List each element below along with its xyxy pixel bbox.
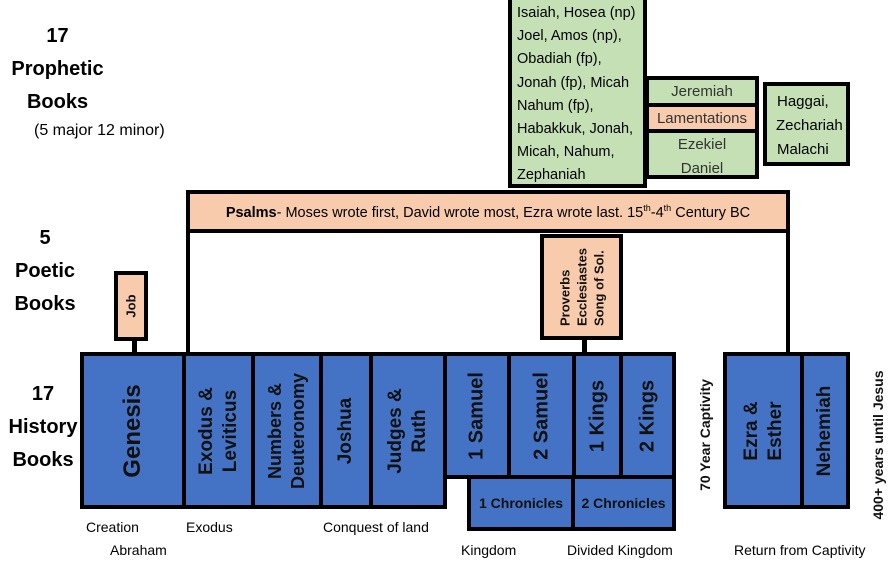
until-jesus-label: 400+ years until Jesus xyxy=(870,370,886,520)
2-chronicles-label: 2 Chronicles xyxy=(581,495,666,511)
ezekiel-label: Ezekiel xyxy=(677,136,727,153)
exodus-leviticus-labels: Exodus & Leviticus xyxy=(195,387,243,475)
prophet-line: Jonah (fp), Micah xyxy=(517,74,630,91)
job-box: Job xyxy=(114,271,148,341)
history-title: History xyxy=(8,416,78,438)
proverbs-label: Proverbs xyxy=(557,269,572,327)
prophetic-books-heading: 17 Prophetic Books (5 major 12 minor) xyxy=(0,20,165,143)
deuteronomy-label: Deuteronomy xyxy=(288,372,308,489)
numbers-deuteronomy-box: Numbers & Deuteronomy xyxy=(251,352,323,509)
ordinal-suffix: th xyxy=(643,202,651,213)
2-kings-label: 2 Kings xyxy=(636,379,658,452)
prophetic-books-word: Books xyxy=(26,91,89,113)
esther-label: Esther xyxy=(764,400,786,461)
wisdom-books-labels: Proverbs Ecclesiastes Song of Sol. xyxy=(556,248,607,326)
history-count: 17 xyxy=(31,383,55,405)
zechariah-label: Zechariah xyxy=(776,117,843,134)
daniel-label: Daniel xyxy=(680,160,724,175)
era-exodus: Exodus xyxy=(186,519,233,535)
ecclesiastes-label: Ecclesiastes xyxy=(574,247,589,327)
psalms-banner: Psalms- Moses wrote first, David wrote m… xyxy=(186,190,790,233)
century-range: -4 xyxy=(650,204,664,221)
genesis-label: Genesis xyxy=(119,383,146,478)
ezra-esther-box: Ezra & Esther xyxy=(723,352,804,509)
century-label: Century BC xyxy=(671,204,751,221)
prophet-line: Obadiah (fp), xyxy=(517,51,602,68)
ordinal-suffix: th xyxy=(663,202,672,213)
poetic-count: 5 xyxy=(39,227,51,249)
1-samuel-label: 1 Samuel xyxy=(465,371,488,460)
psalms-left-connector xyxy=(186,229,190,356)
numbers-label: Numbers & xyxy=(265,382,285,479)
judges-label: Judges & xyxy=(385,387,406,474)
nehemiah-box: Nehemiah xyxy=(800,352,850,509)
prophet-line: Micah, Nahum, xyxy=(517,144,615,161)
ezra-esther-labels: Ezra & Esther xyxy=(740,401,788,460)
judges-ruth-box: Judges & Ruth xyxy=(369,352,447,509)
ezekiel-daniel-box: Ezekiel Daniel xyxy=(649,133,755,175)
1-kings-label: 1 Kings xyxy=(586,379,608,452)
until-jesus-note: 400+ years until Jesus xyxy=(864,345,892,545)
2-samuel-label: 2 Samuel xyxy=(530,371,552,460)
poetic-title: Poetic xyxy=(14,260,76,282)
haggai-label: Haggai, xyxy=(777,93,829,110)
minor-prophets-box: Isaiah, Hosea (np) Joel, Amos (np), Obad… xyxy=(508,0,647,188)
post-exile-prophets-box: Haggai, Zechariah Malachi xyxy=(763,82,850,166)
major-prophets-group: Jeremiah Lamentations Ezekiel Daniel xyxy=(645,76,759,179)
job-connector xyxy=(132,338,137,356)
era-return-from-captivity: Return from Captivity xyxy=(734,542,866,558)
prophet-line: Nahum (fp), xyxy=(517,97,594,114)
era-divided-kingdom: Divided Kingdom xyxy=(567,542,673,558)
job-label: Job xyxy=(123,294,139,318)
song-of-solomon-label: Song of Sol. xyxy=(591,250,606,327)
1-chronicles-box: 1 Chronicles xyxy=(467,475,575,531)
psalms-right-connector xyxy=(786,229,790,356)
psalms-description: - Moses wrote first, David wrote most, E… xyxy=(276,204,644,221)
malachi-label: Malachi xyxy=(777,141,829,158)
history-books-heading: 17 History Books xyxy=(0,378,86,477)
era-creation: Creation xyxy=(86,519,139,535)
jeremiah-label: Jeremiah xyxy=(671,83,733,100)
prophet-line: Isaiah, Hosea (np) xyxy=(517,5,636,21)
joshua-label: Joshua xyxy=(335,397,356,464)
numbers-deuteronomy-labels: Numbers & Deuteronomy xyxy=(264,372,310,488)
captivity-note: 70 Year Captivity xyxy=(692,355,718,515)
poetic-books-word: Books xyxy=(14,293,76,315)
prophetic-count: 17 xyxy=(46,25,69,47)
era-abraham: Abraham xyxy=(110,542,167,558)
joshua-box: Joshua xyxy=(319,352,373,509)
leviticus-label: Leviticus xyxy=(219,389,241,472)
1-kings-box: 1 Kings xyxy=(572,352,623,479)
exodus-leviticus-box: Exodus & Leviticus xyxy=(182,352,255,509)
1-samuel-box: 1 Samuel xyxy=(443,352,511,479)
captivity-label: 70 Year Captivity xyxy=(697,379,713,491)
poetic-books-heading: 5 Poetic Books xyxy=(0,222,90,321)
2-chronicles-box: 2 Chronicles xyxy=(571,475,676,531)
prophet-line: Habakkuk, Jonah, xyxy=(517,121,634,138)
ezra-label: Ezra & xyxy=(740,400,762,461)
lamentations-label: Lamentations xyxy=(656,109,748,127)
2-samuel-box: 2 Samuel xyxy=(507,352,576,479)
prophet-line: Joel, Amos (np), xyxy=(517,28,622,45)
judges-ruth-labels: Judges & Ruth xyxy=(384,388,432,474)
prophet-line: Zephaniah xyxy=(517,167,586,184)
psalms-title: Psalms xyxy=(225,204,277,221)
2-kings-box: 2 Kings xyxy=(619,352,676,479)
1-chronicles-label: 1 Chronicles xyxy=(478,495,564,511)
ruth-label: Ruth xyxy=(409,408,430,453)
prophetic-title: Prophetic xyxy=(11,58,104,80)
wisdom-books-box: Proverbs Ecclesiastes Song of Sol. xyxy=(540,234,623,340)
genesis-box: Genesis xyxy=(80,352,186,509)
history-books-word: Books xyxy=(12,449,74,471)
era-conquest: Conquest of land xyxy=(323,519,429,535)
prophetic-subtitle: (5 major 12 minor) xyxy=(34,122,165,139)
jeremiah-box: Jeremiah xyxy=(649,80,755,103)
lamentations-box: Lamentations xyxy=(649,107,755,129)
era-kingdom: Kingdom xyxy=(461,542,517,558)
exodus-label: Exodus & xyxy=(195,386,217,475)
nehemiah-label: Nehemiah xyxy=(814,385,835,476)
wisdom-connector xyxy=(582,337,587,356)
